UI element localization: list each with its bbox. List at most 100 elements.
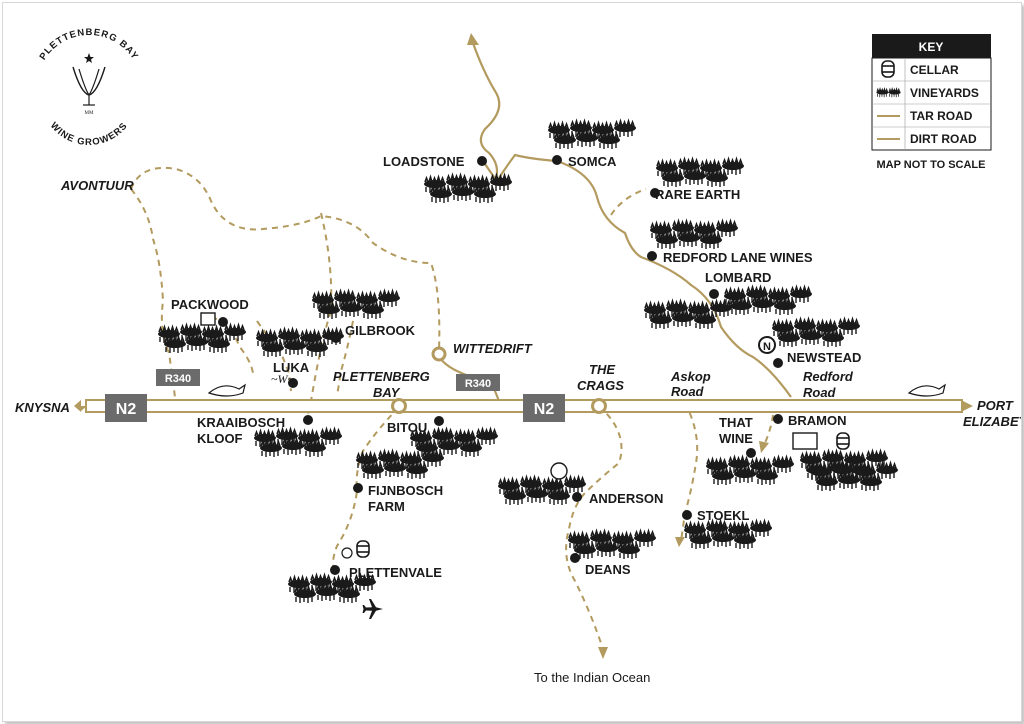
label-crags-1: THE: [589, 362, 615, 377]
label-port-elizabeth-1: PORT: [977, 398, 1014, 413]
map-key: KEY CELLAR VINEYARDS TAR ROAD DIRT ROAD …: [871, 34, 992, 171]
label-redford-1: Redford: [803, 369, 854, 384]
kraaibosch-dot: [303, 415, 313, 425]
label-plettenberg-2: BAY: [373, 385, 401, 400]
vineyard-icon: [548, 121, 636, 149]
the-crags-marker: [591, 398, 607, 414]
label-kraaibosch-1: KRAAIBOSCH: [197, 415, 285, 430]
vineyard-icon: [312, 291, 400, 319]
lombard-dot: [709, 289, 719, 299]
north-arrow-icon: N: [758, 336, 776, 354]
svg-text:N: N: [763, 341, 771, 353]
label-askop-1: Askop: [670, 369, 711, 384]
label-indian-ocean: To the Indian Ocean: [534, 670, 650, 685]
vineyard-icon: [256, 329, 344, 357]
dolphin-icon: [207, 383, 246, 397]
n2-label-east: N2: [534, 401, 555, 418]
key-title: KEY: [919, 40, 944, 54]
n2-shield-east: [523, 394, 565, 422]
vineyard-icon: [656, 159, 744, 187]
deans-dot: [570, 553, 580, 563]
key-scale-note: MAP NOT TO SCALE: [877, 159, 986, 171]
rare-earth-dot: [650, 188, 660, 198]
label-plettenberg-1: PLETTENBERG: [333, 369, 430, 384]
label-kraaibosch-2: KLOOF: [197, 431, 243, 446]
r340-label-east: R340: [465, 378, 491, 390]
plettenvale-emblem-icon: [341, 547, 353, 559]
label-newstead: NEWSTEAD: [787, 350, 861, 365]
label-avontuur: AVONTUUR: [60, 178, 134, 193]
label-askop-2: Road: [671, 384, 705, 399]
label-rare-earth: RARE EARTH: [655, 187, 740, 202]
dolphin-icon: [907, 383, 946, 397]
barrel-icon: [881, 60, 895, 78]
bramon-dot: [773, 414, 783, 424]
plettenberg-bay-marker: [391, 398, 407, 414]
label-fijnbosch-1: FIJNBOSCH: [368, 483, 443, 498]
wine-route-map: PLETTENBERG BAY WINE GROWERS MM KEY CELL…: [15, 27, 1021, 685]
gilbrook-dot: [331, 333, 341, 343]
bramon-crest-icon: [792, 432, 818, 450]
anderson-emblem-icon: [550, 462, 568, 480]
luka-dot: [288, 378, 298, 388]
newstead-dot: [773, 358, 783, 368]
stoekl-dot: [682, 510, 692, 520]
barrel-icon: [836, 432, 850, 450]
wine-glasses-logo-icon: [72, 53, 106, 106]
label-bramon: BRAMON: [788, 413, 847, 428]
label-stoekl: STOEKL: [697, 508, 750, 523]
vineyard-icon: [498, 477, 586, 505]
label-somca: SOMCA: [568, 154, 617, 169]
key-tar-road-label: TAR ROAD: [910, 109, 973, 123]
label-gilbrook: GILBROOK: [345, 323, 416, 338]
packwood-crest-icon: [200, 312, 216, 326]
somca-dot: [552, 155, 562, 165]
vineyard-icon: [772, 319, 860, 347]
label-packwood: PACKWOOD: [171, 297, 249, 312]
vineyard-icon: [684, 521, 772, 549]
label-anderson: ANDERSON: [589, 491, 663, 506]
label-plettenvale: PLETTENVALE: [349, 565, 442, 580]
n2-label-west: N2: [116, 401, 137, 418]
plettenberg-wine-growers-logo: PLETTENBERG BAY WINE GROWERS MM: [38, 27, 140, 148]
anderson-dot: [572, 492, 582, 502]
label-fijnbosch-2: FARM: [368, 499, 405, 514]
vineyard-icon: [158, 325, 246, 353]
vineyard-icon: [424, 175, 512, 203]
label-wittedrift: WITTEDRIFT: [453, 341, 533, 356]
key-header-bg: [872, 34, 991, 58]
barrel-icon: [356, 540, 370, 558]
key-cellar-label: CELLAR: [910, 63, 959, 77]
cellar-dots: [218, 155, 783, 575]
label-lombard: LOMBARD: [705, 270, 771, 285]
vineyard-icon: [644, 301, 732, 329]
vineyard-icon: [706, 457, 794, 485]
loadstone-dot: [477, 156, 487, 166]
r340-shield-west: [156, 369, 200, 386]
fijnbosch-dot: [353, 483, 363, 493]
label-that-wine-1: THAT: [719, 415, 753, 430]
label-crags-2: CRAGS: [577, 378, 624, 393]
r340-label-west: R340: [165, 373, 191, 385]
n2-shield-west: [105, 394, 147, 422]
label-bitou: BITOU: [387, 420, 427, 435]
redford-lane-dot: [647, 251, 657, 261]
vineyard-icon: [254, 429, 342, 457]
vineyard-icon: [356, 451, 444, 479]
vineyard-icon: [650, 221, 738, 249]
key-vineyards-label: VINEYARDS: [910, 86, 979, 100]
logo-initials: MM: [85, 111, 94, 116]
wittedrift-marker: [431, 346, 447, 362]
label-redford-2: Road: [803, 385, 837, 400]
vineyard-icon: [568, 531, 656, 559]
label-loadstone: LOADSTONE: [383, 154, 465, 169]
logo-bottom-text: WINE GROWERS: [48, 120, 130, 148]
that-wine-dot: [746, 448, 756, 458]
r340-shield-east: [456, 374, 500, 391]
plettenvale-dot: [330, 565, 340, 575]
label-luka: LUKA: [273, 360, 310, 375]
vineyard-icon: [724, 287, 812, 315]
label-deans: DEANS: [585, 562, 631, 577]
